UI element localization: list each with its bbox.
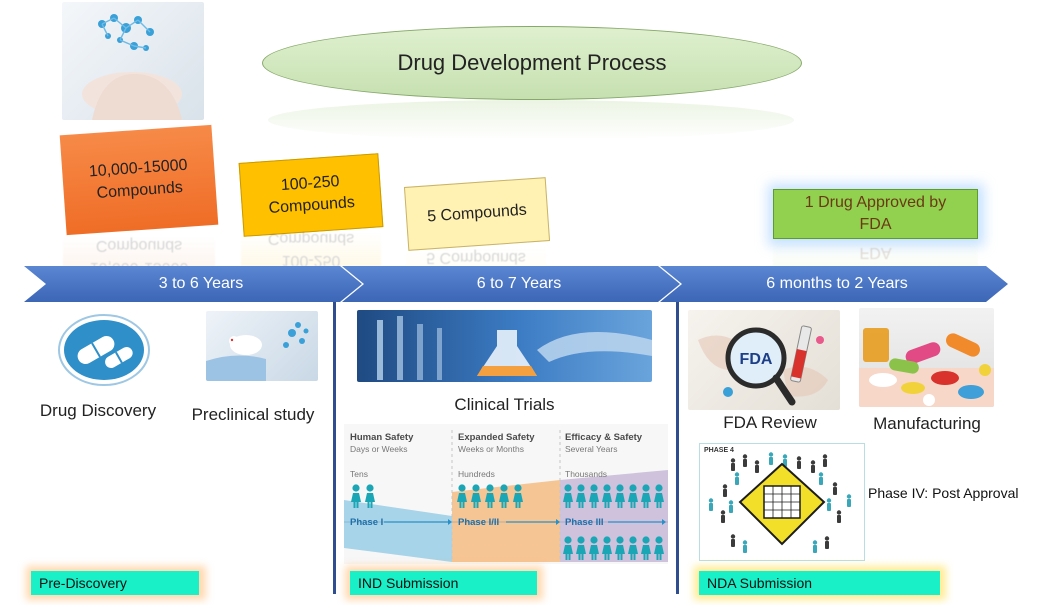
fda-review-photo: FDA: [688, 310, 840, 410]
phase2-label: Phase I/II: [458, 517, 500, 528]
timeline-label-2: 6 to 7 Years: [476, 275, 562, 292]
trial-phases-chart: Human Safety Days or Weeks Tens Expanded…: [344, 424, 668, 564]
page-title: Drug Development Process: [262, 26, 802, 100]
lab-mouse-photo: [206, 311, 318, 381]
stage-phase4-post-approval: Phase IV: Post Approval: [868, 485, 1019, 501]
molecule-hand-photo: [62, 2, 204, 120]
stage-drug-discovery: Drug Discovery: [39, 401, 157, 420]
submission-nda: NDA Submission: [699, 571, 940, 595]
timeline-label-3: 6 months to 2 Years: [766, 275, 908, 292]
submission-ind: IND Submission: [350, 571, 537, 595]
stage-clinical-trials: Clinical Trials: [454, 395, 555, 414]
phase3-count: Thousands: [565, 469, 608, 479]
separator-line-1: [333, 302, 336, 594]
submission-pre-discovery: Pre-Discovery: [31, 571, 199, 595]
separator-line-2: [676, 302, 679, 594]
phase1-header: Human Safety: [350, 432, 414, 443]
stage-fda-review: FDA Review: [723, 413, 817, 432]
approved-drug-box: 1 Drug Approved by FDA: [773, 189, 978, 239]
svg-text:FDA: FDA: [740, 351, 773, 368]
phase3-header: Efficacy & Safety: [565, 432, 643, 443]
stage-preclinical-study: Preclinical study: [191, 405, 315, 424]
compounds-box-2: 100-250 Compounds: [238, 153, 384, 237]
person-icons: [351, 484, 666, 560]
phase2-duration: Weeks or Months: [458, 444, 524, 454]
phase1-label: Phase I: [350, 517, 384, 528]
phase1-duration: Days or Weeks: [350, 444, 408, 454]
phase2-count: Hundreds: [458, 469, 495, 479]
timeline-segment-1: [24, 266, 362, 302]
pill-capsule-icon: [58, 314, 150, 386]
lab-flask-photo: [357, 310, 652, 382]
phase4-badge: PHASE 4: [704, 447, 734, 454]
stage-manufacturing: Manufacturing: [873, 414, 981, 433]
phase2-header: Expanded Safety: [458, 432, 535, 443]
timeline-segment-3: [660, 266, 1008, 302]
compounds-box-2-reflection: 100-250 Compounds: [241, 232, 381, 266]
timeline-arrows: [24, 266, 1008, 302]
timeline-segment-2: [342, 266, 680, 302]
phase3-duration: Several Years: [565, 444, 618, 454]
phase4-diagram: PHASE 4: [699, 443, 865, 561]
phase1-count: Tens: [350, 469, 368, 479]
phase3-label: Phase III: [565, 517, 604, 528]
pills-manufacturing-photo: [859, 308, 994, 407]
compounds-box-3: 5 Compounds: [403, 177, 551, 251]
timeline-label-1: 3 to 6 Years: [158, 275, 244, 292]
title-reflection: [268, 100, 794, 140]
compounds-box-1: 10,000-15000 Compounds: [59, 124, 219, 236]
